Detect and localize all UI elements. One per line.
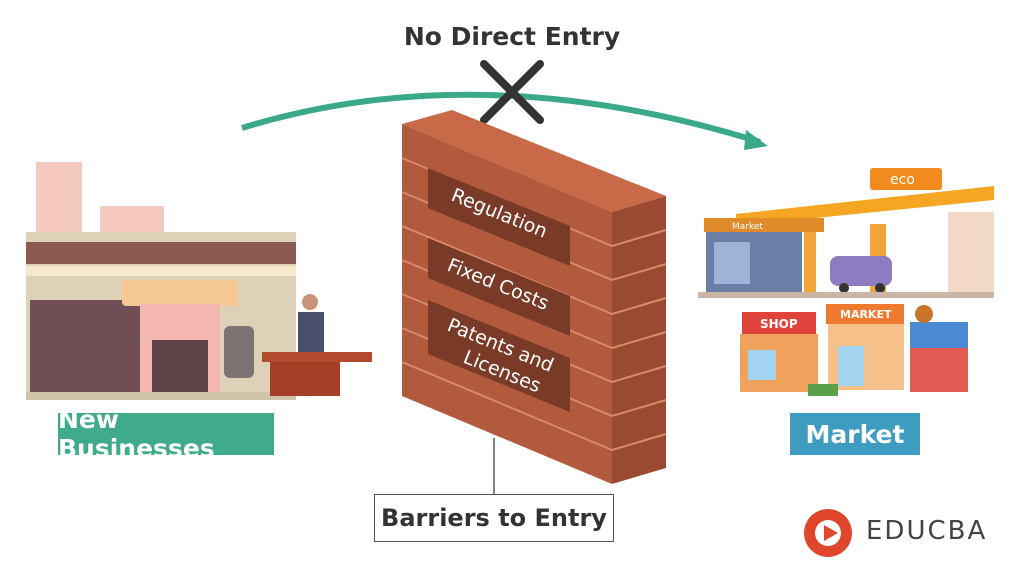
no-direct-entry-label: No Direct Entry — [403, 22, 621, 51]
market-label: Market — [790, 413, 920, 455]
market-small-sign: Market — [732, 222, 763, 232]
wall-plaque-1 — [428, 168, 570, 266]
arrow-icon — [241, 91, 761, 145]
barriers-to-entry-label: Barriers to Entry — [374, 494, 614, 542]
new-businesses-label: New Businesses — [58, 405, 274, 463]
shop-icon: SHOP MARKET — [740, 304, 968, 396]
office-building-icon — [26, 162, 372, 400]
cross-icon — [480, 60, 544, 124]
market-sign: MARKET — [840, 308, 892, 321]
shop-sign: SHOP — [760, 317, 798, 331]
logo-icon — [804, 509, 852, 557]
station-sign: eco — [890, 172, 915, 188]
wall-plaque-3 — [428, 300, 570, 412]
wall-plaque-2 — [428, 238, 570, 336]
logo-text: EDUCBA — [866, 516, 988, 546]
arrowhead — [744, 130, 768, 150]
gas-station-icon: eco Market — [698, 168, 994, 298]
brick-wall: Regulation Fixed Costs Patents and Licen… — [401, 110, 667, 484]
